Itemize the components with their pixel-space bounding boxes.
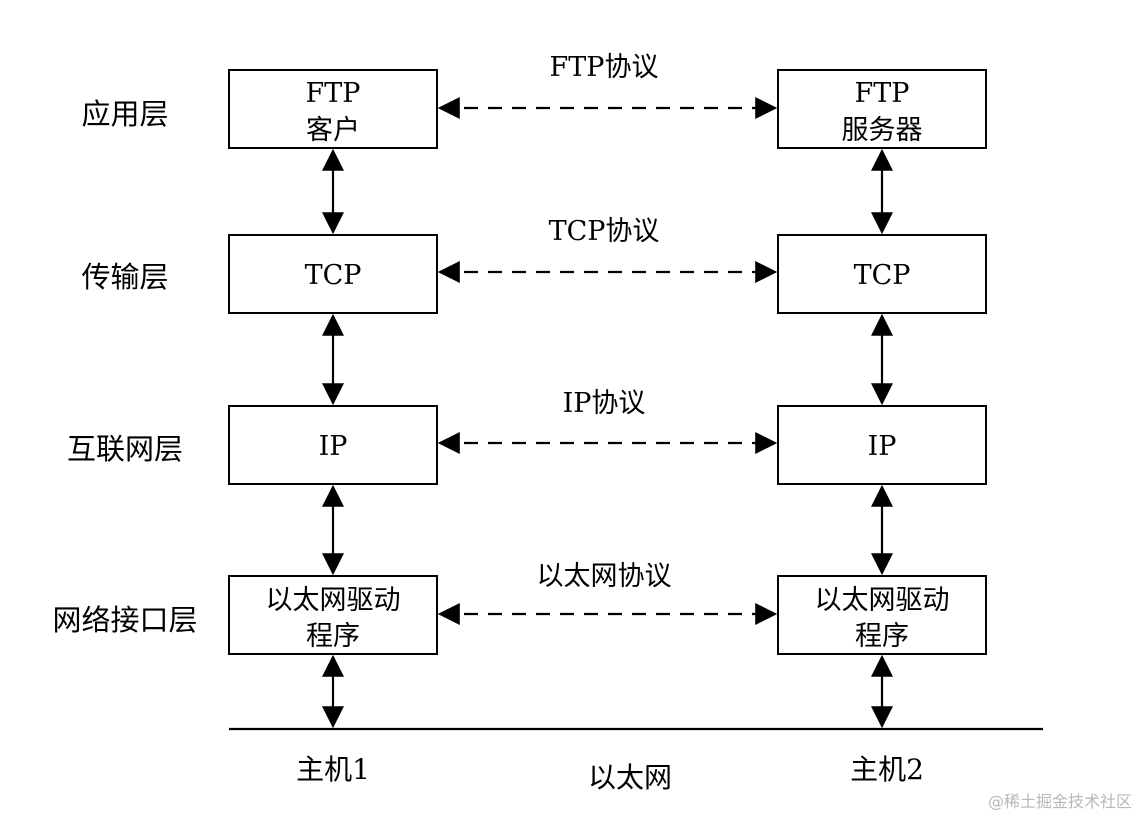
layer-label-application: 应用层 [81, 97, 168, 131]
left-box-application-line1: FTP [306, 78, 361, 109]
left-box-network-interface-line2: 程序 [306, 621, 360, 652]
layer-label-transport: 传输层 [81, 260, 168, 294]
left-box-transport [228, 234, 438, 314]
right-box-network-interface [777, 575, 987, 655]
right-box-transport [777, 234, 987, 314]
layer-label-network-interface: 网络接口层 [52, 603, 197, 637]
protocol-label-ip: IP协议 [563, 388, 646, 419]
right-box-network-interface-line1: 以太网驱动 [815, 585, 950, 616]
left-box-transport-label: TCP [305, 260, 362, 291]
protocol-label-tcp: TCP协议 [549, 216, 660, 247]
host-label-left: 主机1 [296, 753, 370, 786]
right-box-application-line1: FTP [855, 78, 910, 109]
left-box-network-interface [228, 575, 438, 655]
left-box-internet [228, 405, 438, 485]
right-box-network-interface-line2: 程序 [855, 621, 909, 652]
protocol-label-ethernet: 以太网协议 [537, 561, 672, 592]
left-box-application [228, 69, 438, 149]
watermark: @稀土掘金技术社区 [987, 792, 1132, 811]
network-label: 以太网 [588, 761, 672, 794]
right-box-internet-label: IP [868, 431, 897, 462]
right-box-internet [777, 405, 987, 485]
left-box-application-line2: 客户 [306, 115, 360, 146]
right-box-transport-label: TCP [854, 260, 911, 291]
protocol-label-ftp: FTP协议 [550, 52, 659, 83]
layer-label-internet: 互联网层 [67, 432, 183, 466]
left-box-network-interface-line1: 以太网驱动 [266, 585, 401, 616]
right-box-application-line2: 服务器 [842, 115, 923, 146]
right-box-application [777, 69, 987, 149]
host-label-right: 主机2 [850, 753, 924, 786]
left-box-internet-label: IP [319, 431, 348, 462]
